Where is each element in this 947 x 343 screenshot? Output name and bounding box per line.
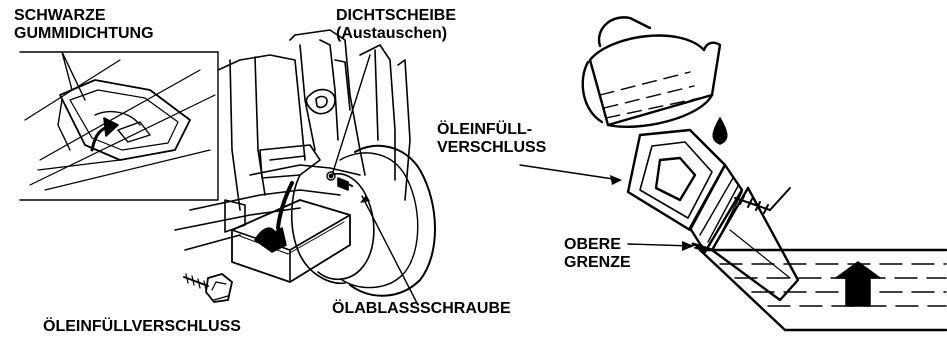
label-sealing-washer-1: DICHTSCHEIBE	[336, 7, 456, 25]
label-sealing-washer-2: (Austauschen)	[336, 25, 447, 43]
oil-jug	[583, 17, 720, 126]
drain-bolt-assembly	[327, 172, 352, 190]
label-black-rubber-seal-2: GUMMIDICHTUNG	[14, 25, 154, 43]
label-black-rubber-seal-1: SCHWARZE	[14, 7, 106, 25]
level-up-arrow	[836, 262, 880, 306]
rotation-arrow	[92, 118, 118, 150]
label-oil-drain-bolt: ÖLABLASSSCHRAUBE	[332, 300, 511, 318]
dipstick-cap	[628, 130, 798, 300]
label-oil-filler-cap-right-2: VERSCHLUSS	[437, 139, 546, 157]
oil-drop	[713, 118, 727, 144]
oil-stream	[278, 183, 292, 228]
label-upper-limit-1: OBERE	[564, 236, 621, 254]
left-filler-cap-graphic	[184, 274, 232, 302]
label-upper-limit-2: GRENZE	[564, 254, 631, 272]
label-oil-filler-cap-right-1: ÖLEINFÜLL-	[437, 121, 532, 139]
thread-mark	[735, 188, 790, 213]
label-oil-filler-cap-left: ÖLEINFÜLLVERSCHLUSS	[43, 318, 241, 336]
seal-detail-inset	[20, 52, 218, 200]
oil-reservoir	[700, 250, 946, 330]
leader-right-cap	[520, 165, 620, 180]
